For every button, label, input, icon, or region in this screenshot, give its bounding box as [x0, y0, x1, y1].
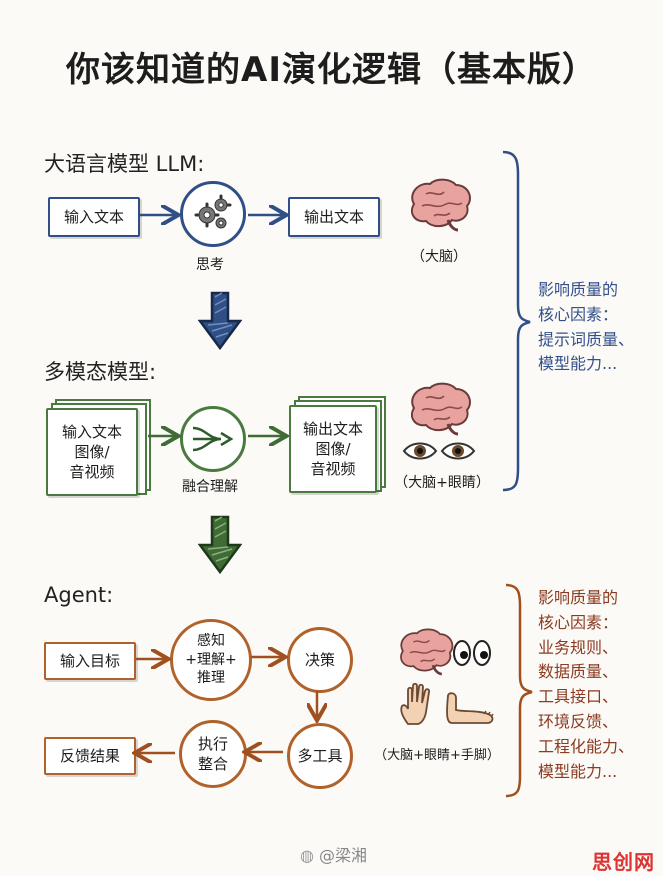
note-bottom-line: 核心因素：: [538, 612, 619, 632]
agent-organ-caption: （大脑+眼睛+手脚）: [374, 748, 500, 763]
mm-organ-caption: （大脑+眼睛）: [394, 475, 490, 491]
page-title: 你该知道的AI演化逻辑（基本版）: [66, 50, 597, 90]
down-arrow-2: [197, 515, 243, 579]
brain-icon: [404, 380, 474, 440]
perceive-line-1: 感知: [197, 632, 225, 649]
mm-input-line-3: 音视频: [69, 463, 115, 482]
agent-heading: Agent:: [44, 583, 114, 607]
llm-heading: 大语言模型 LLM:: [44, 152, 205, 176]
agent-input-label: 输入目标: [59, 651, 120, 670]
decide-circle: 决策: [287, 627, 353, 693]
watermark-text: @梁湘: [319, 846, 368, 865]
mm-output-box: 输出文本 图像/ 音视频: [289, 405, 377, 493]
perceive-line-3: 推理: [197, 670, 225, 687]
llm-output-box: 输出文本: [288, 197, 380, 237]
merge-arrows-icon: [192, 426, 234, 452]
agent-input-box: 输入目标: [44, 642, 136, 680]
note-top-line: 影响质量的: [538, 280, 619, 299]
llm-output-label: 输出文本: [303, 207, 364, 226]
fusion-circle: [180, 406, 246, 472]
cartoon-eyes-icon: [452, 638, 492, 672]
mm-output-line-2: 图像/: [315, 439, 351, 458]
note-bottom: 影响质量的 核心因素： 业务规则、 数据质量、 工具接口、 环境反馈、 工程化能…: [538, 586, 634, 784]
note-top-line: 核心因素：: [538, 304, 619, 324]
perceive-line-2: +理解+: [185, 651, 237, 668]
down-arrow-1: [197, 291, 243, 355]
note-top-line: 提示词质量、: [538, 329, 635, 349]
note-bottom-line: 业务规则、: [538, 637, 619, 657]
foot-icon: [444, 690, 496, 730]
note-bottom-line: 数据质量、: [538, 662, 619, 682]
execute-line-2: 整合: [197, 755, 228, 773]
mm-input-box: 输入文本 图像/ 音视频: [46, 408, 138, 496]
watermark: ◍ @梁湘: [300, 842, 367, 866]
mm-input-line-1: 输入文本: [61, 422, 122, 441]
thinking-circle: [180, 181, 246, 247]
mm-output-line-1: 输出文本: [302, 419, 363, 438]
tools-label: 多工具: [297, 746, 343, 765]
tools-circle: 多工具: [287, 723, 353, 789]
brace-top: [502, 150, 531, 492]
note-bottom-line: 模型能力...: [538, 761, 618, 781]
note-bottom-line: 工具接口、: [538, 687, 619, 707]
note-bottom-line: 工程化能力、: [538, 736, 635, 756]
note-top: 影响质量的 核心因素： 提示词质量、 模型能力...: [538, 278, 634, 377]
gears-icon: [194, 194, 232, 229]
multimodal-heading: 多模态模型:: [44, 360, 157, 384]
note-bottom-line: 影响质量的: [538, 588, 619, 607]
llm-organ-caption: （大脑）: [411, 249, 467, 265]
mm-input-line-2: 图像/: [74, 442, 110, 461]
eyes-icon: [402, 440, 476, 466]
mm-process-caption: 融合理解: [182, 479, 238, 495]
agent-result-box: 反馈结果: [44, 737, 136, 775]
decide-label: 决策: [304, 650, 335, 669]
note-bottom-line: 环境反馈、: [538, 711, 619, 731]
llm-input-box: 输入文本: [48, 197, 140, 237]
mm-output-line-3: 音视频: [310, 460, 356, 479]
execute-line-1: 执行: [197, 734, 228, 753]
note-top-line: 模型能力...: [538, 354, 618, 374]
brain-icon: [394, 626, 456, 680]
perceive-circle: 感知 +理解+ 推理: [170, 619, 252, 701]
site-logo: 思创网: [592, 850, 655, 874]
hand-icon: [398, 682, 438, 730]
execute-circle: 执行 整合: [179, 720, 247, 788]
llm-input-label: 输入文本: [63, 207, 124, 226]
weibo-icon: ◍: [300, 846, 320, 865]
brain-icon: [404, 176, 474, 236]
llm-process-caption: 思考: [196, 257, 224, 273]
brace-bottom: [505, 583, 533, 798]
agent-result-label: 反馈结果: [59, 746, 120, 765]
